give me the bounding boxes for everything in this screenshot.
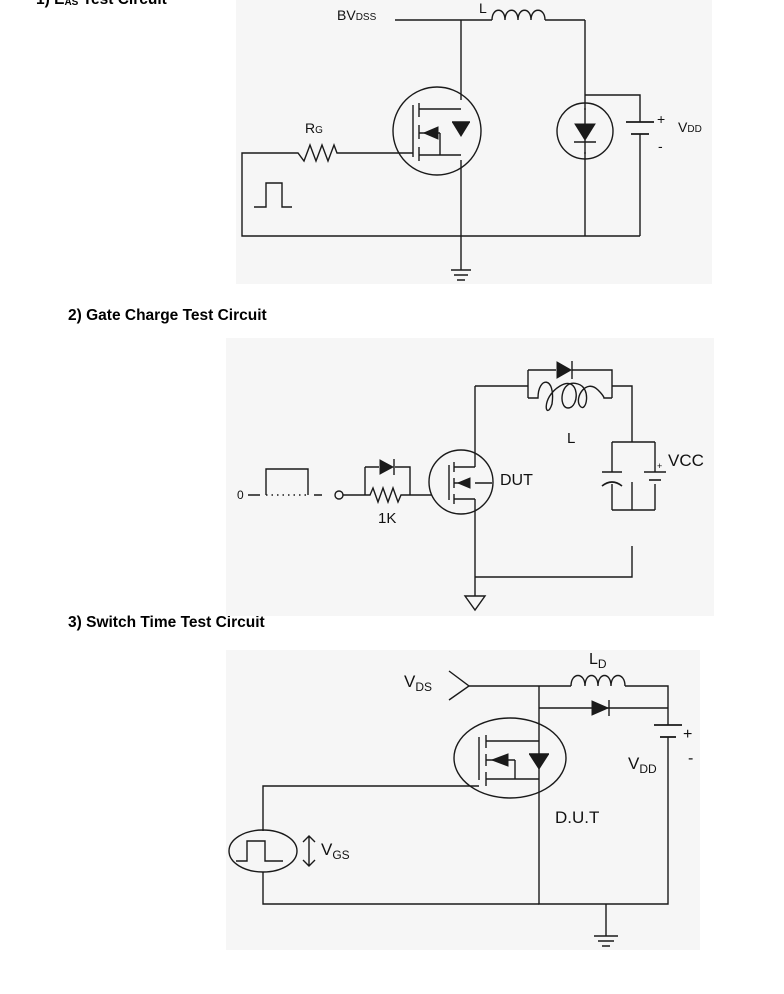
pulse-1-waveform xyxy=(254,182,292,208)
circuit-3-main-wires xyxy=(469,685,669,905)
circuit-2-background xyxy=(226,338,714,616)
section-3-title: Switch Time Test Circuit xyxy=(86,614,265,631)
battery-1-plus: + xyxy=(657,111,665,127)
ld-label-main: L xyxy=(589,651,598,668)
vcc-branch-wires xyxy=(611,441,656,511)
inductor-2-label: L xyxy=(567,430,575,447)
vdd-1-label-sub: DD xyxy=(687,124,701,135)
rg-label-main: R xyxy=(305,120,315,136)
dut-label: DUT xyxy=(500,472,533,489)
battery-3-minus: - xyxy=(688,750,693,767)
ground-2-symbol xyxy=(463,577,487,612)
vcc-label: VCC xyxy=(668,451,704,470)
bvdss-label-sub: DSS xyxy=(356,12,377,23)
battery-2-plus: + xyxy=(657,461,662,471)
rg-label-sub: G xyxy=(315,125,323,136)
battery-3-plus: + xyxy=(683,726,692,743)
freewheel-diode-3 xyxy=(591,700,610,716)
vgs-label-main: V xyxy=(321,840,333,859)
gate-charge-test-circuit: 0 1K DUT L + VCC xyxy=(226,338,714,616)
rg-label: RG xyxy=(305,120,323,136)
mosfet-1-arrow xyxy=(422,126,439,140)
ground-3-symbol xyxy=(594,904,618,947)
eas-test-circuit: BVDSS L RG + - VDD xyxy=(236,0,712,284)
section-1-heading: 1) EAS Test Circuit xyxy=(36,0,167,9)
bvdss-label-main: BV xyxy=(337,7,356,23)
mosfet-1-circle xyxy=(392,86,482,176)
circuit-1-right-wires xyxy=(584,20,641,236)
dut-mosfet-circle xyxy=(428,449,494,515)
resistor-1k-label: 1K xyxy=(378,510,396,527)
vdd-1-label: VDD xyxy=(678,119,702,135)
gate-network-wires xyxy=(343,466,432,496)
body-diode-1 xyxy=(452,122,470,137)
gate-resistor-rg xyxy=(241,143,640,237)
vdd-1-label-main: V xyxy=(678,119,688,135)
inductor-l-1 xyxy=(491,9,546,21)
vgs-arrow xyxy=(302,835,316,867)
switch-time-test-circuit: + - VDS LD VDD D.U.T VGS xyxy=(226,650,700,950)
freewheel-diode xyxy=(556,361,573,379)
capacitor-bottom-plate xyxy=(601,481,623,487)
ld-label: LD xyxy=(589,651,607,671)
vds-label-sub: DS xyxy=(415,680,432,694)
circuit-2-loop-wires xyxy=(475,369,633,578)
ld-label-sub: D xyxy=(598,657,607,671)
circuit-3-background xyxy=(226,650,700,950)
pulse-3-waveform xyxy=(236,840,283,862)
inductor-ld xyxy=(570,674,626,687)
battery-1-minus: - xyxy=(658,138,663,154)
vdd-3-label-main: V xyxy=(628,754,640,773)
vgs-label-sub: GS xyxy=(332,848,349,862)
ground-1-symbol xyxy=(451,269,471,281)
section-2-heading: 2) Gate Charge Test Circuit xyxy=(68,307,267,325)
gate-diode xyxy=(379,459,395,475)
dut-mosfet-arrow xyxy=(456,477,471,489)
vdd-3-label: VDD xyxy=(628,754,657,776)
resistor-1k xyxy=(365,485,410,505)
section-2-number: 2) xyxy=(68,307,82,324)
dut-3-label: D.U.T xyxy=(555,808,599,827)
section-3-heading: 3) Switch Time Test Circuit xyxy=(68,614,265,632)
pulse-source-circle xyxy=(228,829,298,873)
section-1-title-rest: Test Circuit xyxy=(78,0,167,8)
inductor-1-label: L xyxy=(479,0,487,16)
input-pulse xyxy=(248,468,322,496)
section-1-title-main: E xyxy=(54,0,64,8)
body-diode-3 xyxy=(529,754,549,770)
current-source-circle xyxy=(556,102,614,160)
section-3-number: 3) xyxy=(68,614,82,631)
section-1-title-subscript: AS xyxy=(64,0,79,8)
vgs-label: VGS xyxy=(321,840,350,862)
zero-level-label: 0 xyxy=(237,488,244,502)
bvdss-label: BVDSS xyxy=(337,7,377,23)
inductor-l-2 xyxy=(528,381,612,412)
vds-label-main: V xyxy=(404,672,416,691)
section-2-title: Gate Charge Test Circuit xyxy=(86,307,267,324)
diode-1-bar xyxy=(574,108,596,154)
vds-label: VDS xyxy=(404,672,432,694)
vdd-3-label-sub: DD xyxy=(639,762,657,776)
mosfet-3-arrow xyxy=(490,753,509,767)
mosfet-3-circle xyxy=(453,717,567,799)
gate-loop-wires xyxy=(262,785,539,905)
section-1-number: 1) xyxy=(36,0,50,8)
